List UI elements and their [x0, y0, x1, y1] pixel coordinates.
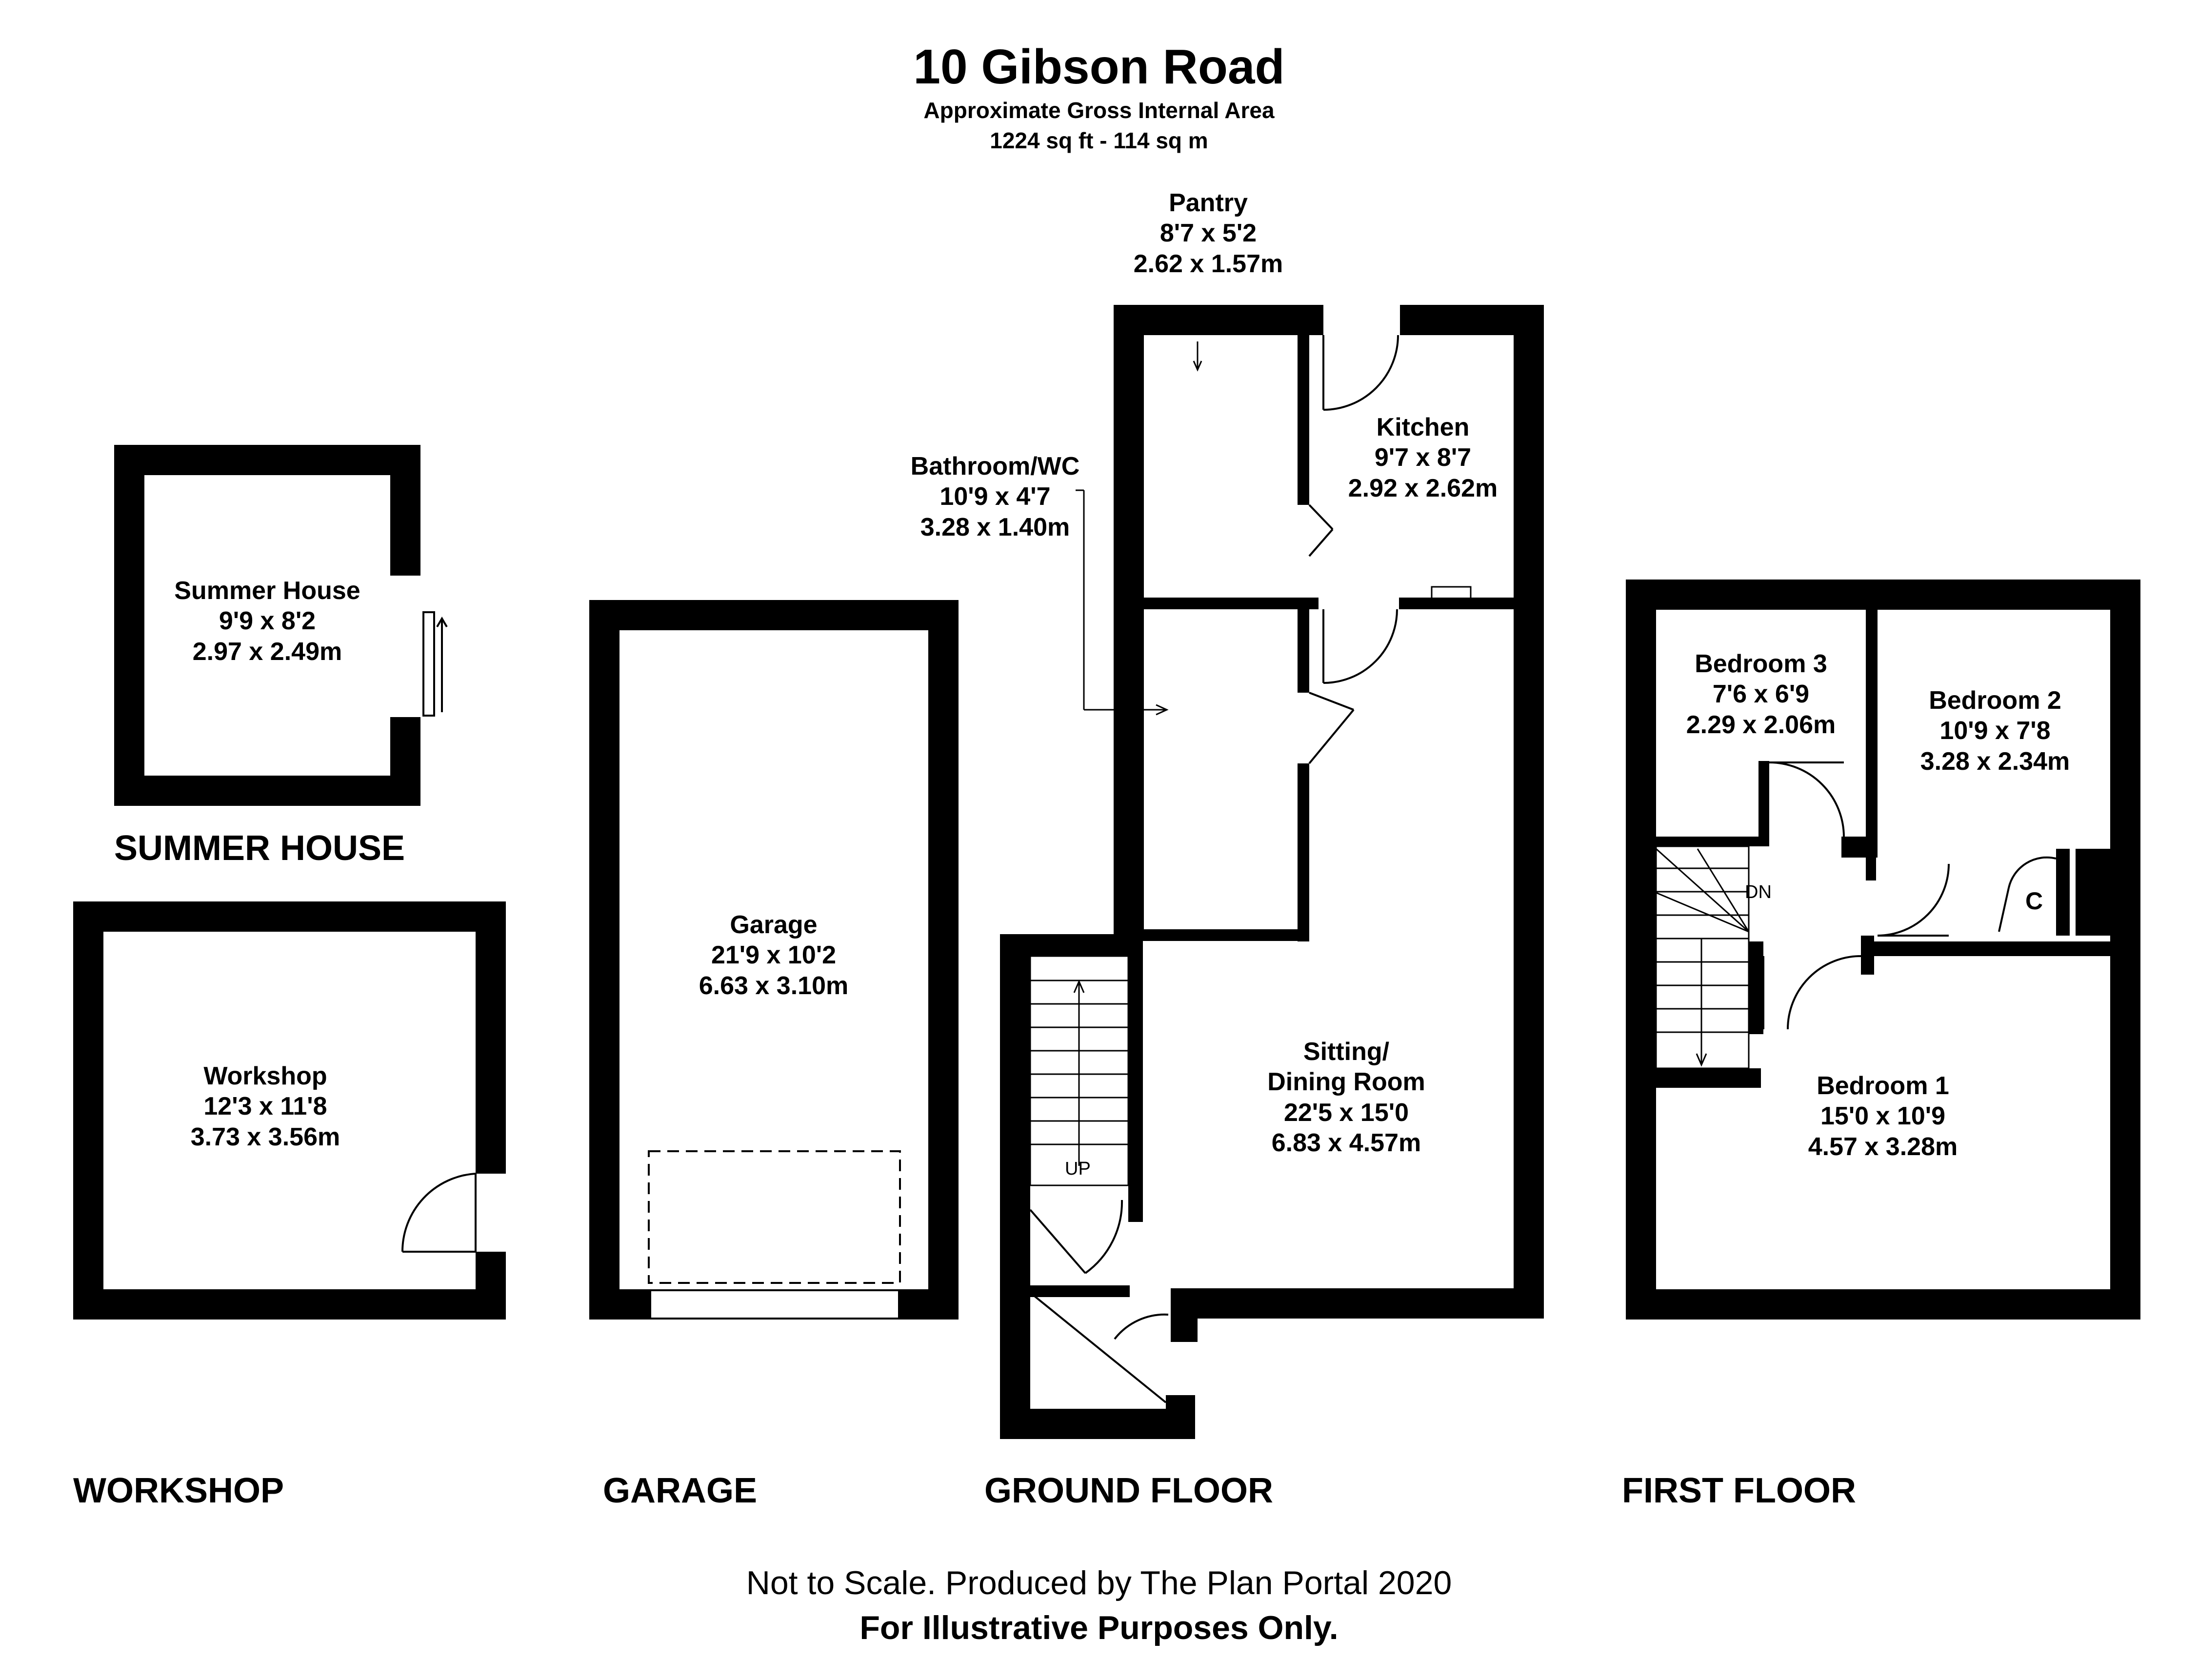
room-label-sitting-dining-room: Sitting/ Dining Room 22'5 x 15'0 6.83 x …	[1224, 1037, 1468, 1159]
stairs-up-marker: UP	[1065, 1159, 1091, 1179]
room-label-workshop: Workshop 12'3 x 11'8 3.73 x 3.56m	[143, 1061, 387, 1152]
room-size-imperial: 22'5 x 15'0	[1283, 1098, 1409, 1127]
section-title-summer-house: SUMMER HOUSE	[114, 829, 405, 868]
room-name: Bedroom 2	[1929, 686, 2061, 715]
room-label-summer-house: Summer House 9'9 x 8'2 2.97 x 2.49m	[145, 576, 389, 667]
ground-floor-pantry-kitchen-details	[1076, 341, 1472, 716]
area-caption: Approximate Gross Internal Area	[923, 98, 1275, 123]
room-size-imperial: 21'9 x 10'2	[711, 941, 837, 970]
room-size-metric: 6.63 x 3.10m	[699, 971, 849, 1000]
room-size-imperial: 12'3 x 11'8	[203, 1092, 327, 1121]
section-title-workshop: WORKSHOP	[73, 1471, 284, 1510]
room-size-metric: 2.97 x 2.49m	[192, 637, 342, 666]
room-name: Kitchen	[1376, 413, 1470, 441]
ground-floor-staircase	[1029, 955, 1129, 1186]
room-name: Workshop	[203, 1062, 327, 1090]
gross-area: 1224 sq ft - 114 sq m	[990, 128, 1208, 154]
room-size-imperial: 10'9 x 7'8	[1939, 717, 2051, 745]
scale-note: Not to Scale. Produced by The Plan Porta…	[746, 1564, 1452, 1601]
section-title-garage: GARAGE	[603, 1471, 758, 1510]
workshop-door	[401, 1173, 477, 1253]
section-title-ground-floor: GROUND FLOOR	[984, 1471, 1273, 1510]
room-size-metric: 4.57 x 3.28m	[1808, 1132, 1958, 1161]
room-size-imperial: 7'6 x 6'9	[1712, 680, 1810, 709]
first-floor-staircase	[1655, 845, 1750, 1069]
room-size-metric: 2.62 x 1.57m	[1133, 249, 1283, 278]
garage-plan	[589, 600, 959, 1320]
room-size-imperial: 8'7 x 5'2	[1159, 219, 1257, 248]
plan-footer: Not to Scale. Produced by The Plan Porta…	[489, 1561, 1709, 1651]
room-label-kitchen: Kitchen 9'7 x 8'7 2.92 x 2.62m	[1301, 412, 1545, 503]
cupboard-marker: C	[2025, 887, 2043, 915]
room-name-line-1: Sitting/	[1303, 1038, 1390, 1066]
room-name: Bedroom 3	[1695, 650, 1827, 678]
garage-door-and-car-space	[648, 1150, 901, 1320]
room-name: Bathroom/WC	[910, 452, 1080, 480]
room-label-bedroom-2: Bedroom 2 10'9 x 7'8 3.28 x 2.34m	[1873, 685, 2117, 777]
room-size-metric: 6.83 x 4.57m	[1271, 1129, 1421, 1158]
ground-floor-walls	[1000, 305, 1544, 1439]
room-label-bedroom-1: Bedroom 1 15'0 x 10'9 4.57 x 3.28m	[1761, 1071, 2005, 1162]
room-size-metric: 3.73 x 3.56m	[190, 1122, 340, 1151]
room-size-metric: 2.29 x 2.06m	[1686, 710, 1836, 739]
room-size-metric: 2.92 x 2.62m	[1348, 474, 1498, 502]
room-size-metric: 3.28 x 1.40m	[920, 513, 1070, 541]
first-floor-walls	[1626, 580, 2140, 1320]
room-name: Garage	[730, 911, 818, 939]
plan-header: 10 Gibson Road Approximate Gross Interna…	[758, 39, 1440, 156]
room-name: Summer House	[174, 577, 360, 605]
room-size-imperial: 9'9 x 8'2	[219, 607, 316, 636]
room-size-imperial: 10'9 x 4'7	[939, 482, 1051, 511]
summer-house-sliding-door	[422, 611, 448, 717]
room-size-imperial: 15'0 x 10'9	[1820, 1102, 1946, 1131]
workshop-plan	[73, 901, 506, 1320]
stairs-down-marker: DN	[1745, 882, 1772, 902]
ground-floor-doors	[1029, 335, 1399, 1403]
room-name: Bedroom 1	[1817, 1072, 1949, 1100]
disclaimer: For Illustrative Purposes Only.	[859, 1609, 1339, 1646]
room-name-line-2: Dining Room	[1267, 1068, 1425, 1097]
room-label-pantry: Pantry 8'7 x 5'2 2.62 x 1.57m	[1086, 188, 1330, 279]
room-label-bathroom: Bathroom/WC 10'9 x 4'7 3.28 x 1.40m	[873, 451, 1117, 542]
room-label-garage: Garage 21'9 x 10'2 6.63 x 3.10m	[652, 910, 896, 1001]
room-size-metric: 3.28 x 2.34m	[1920, 747, 2070, 776]
section-title-first-floor: FIRST FLOOR	[1622, 1471, 1856, 1510]
room-name: Pantry	[1169, 189, 1248, 217]
plan-title: 10 Gibson Road	[913, 40, 1285, 94]
first-floor-doors	[1762, 761, 2057, 1030]
room-label-bedroom-3: Bedroom 3 7'6 x 6'9 2.29 x 2.06m	[1639, 649, 1883, 740]
summer-house-plan	[114, 445, 420, 806]
room-size-imperial: 9'7 x 8'7	[1374, 443, 1472, 472]
